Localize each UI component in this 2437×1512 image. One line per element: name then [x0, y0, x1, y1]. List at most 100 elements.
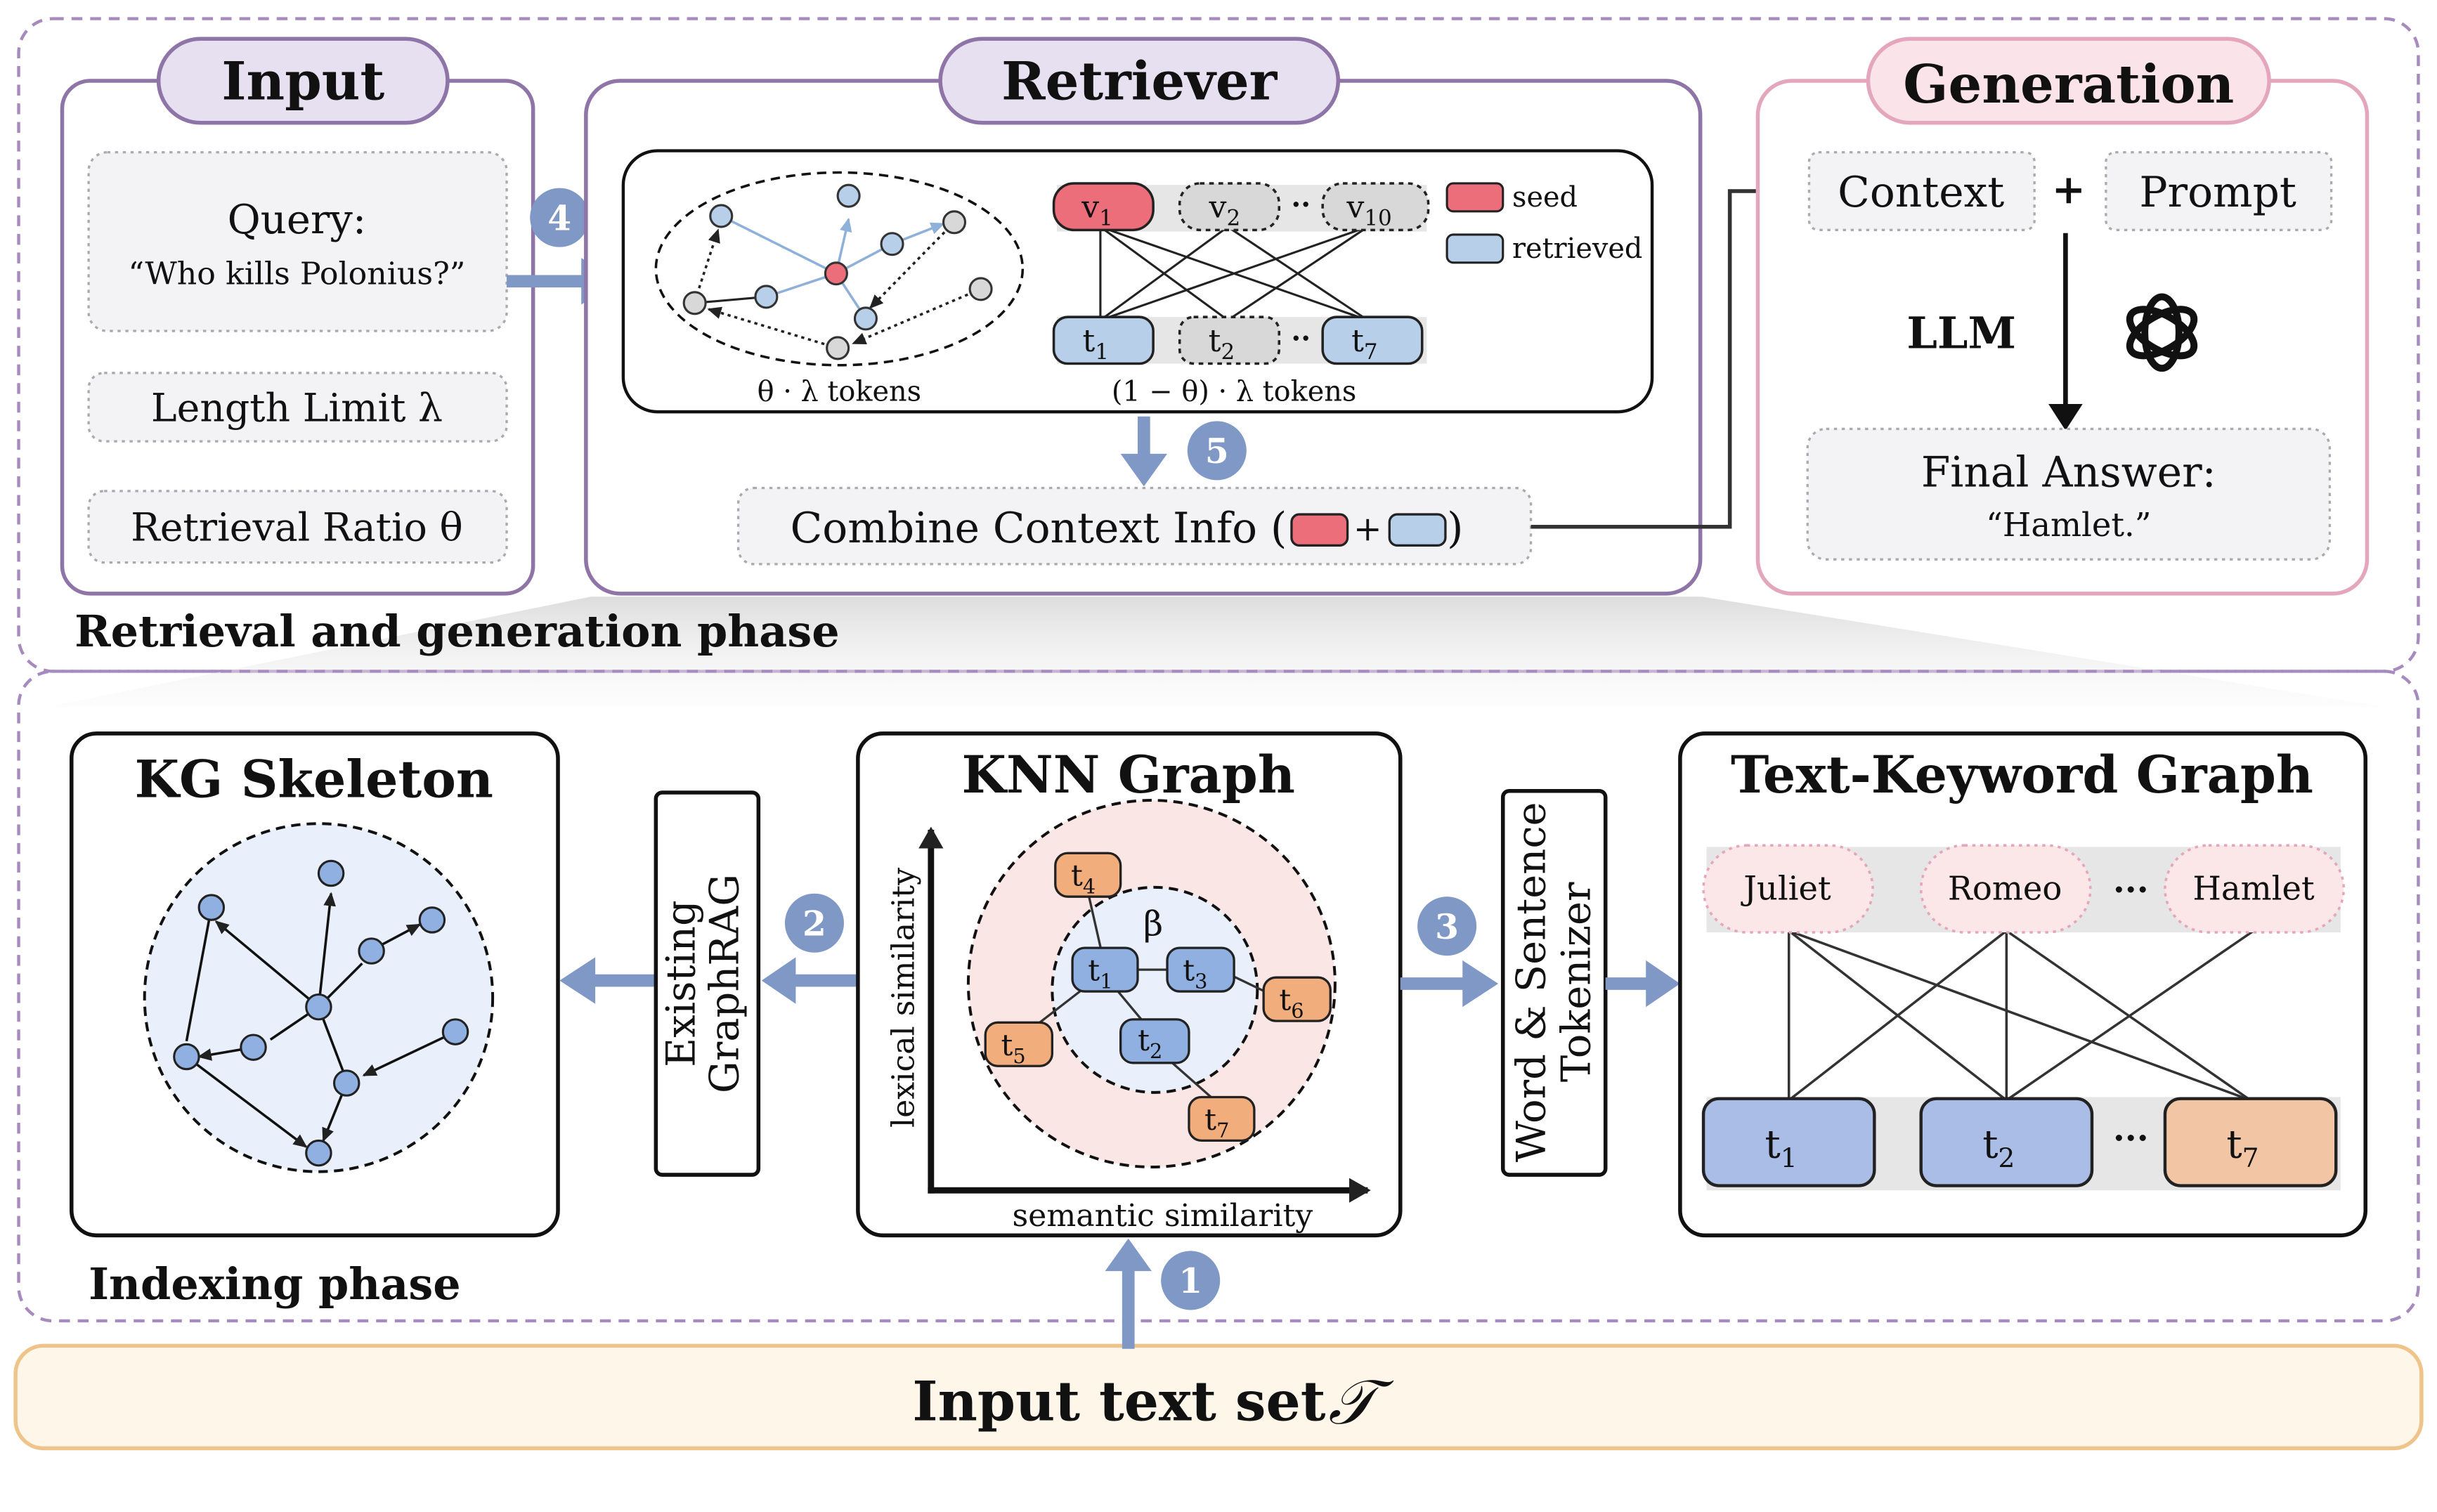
svg-text:··: ·· [1291, 189, 1311, 221]
svg-text:t1: t1 [1088, 953, 1112, 993]
node-t7-retriever [1321, 315, 1424, 365]
graphrag-to-kg-arrow [559, 957, 655, 1004]
keyword-romeo [1919, 844, 2092, 934]
input-text-set-band: Input text set 𝒯 [13, 1343, 2424, 1451]
svg-text:t1: t1 [1765, 1123, 1798, 1173]
knn-y-axis-label: lexical similarity [886, 868, 922, 1128]
prompt-box [2105, 151, 2333, 231]
indexing-phase-label: Indexing phase [89, 1258, 461, 1310]
retriever-title: Retriever [1001, 50, 1278, 112]
svg-text:···: ··· [2113, 870, 2149, 910]
kg-skeleton-title: KG Skeleton [135, 750, 493, 810]
tokenizer-to-graph-arrow [1605, 960, 1680, 1008]
svg-text:t4: t4 [1071, 859, 1096, 899]
step-1-badge: 1 [1161, 1251, 1221, 1310]
svg-text:t5: t5 [1001, 1028, 1025, 1068]
retriever-bipartite: v1 v2 v10 t1 t2 t7 ·· ·· [1052, 182, 1430, 365]
input-text-set-label: Input text set [912, 1370, 1325, 1434]
text-keyword-graph-panel: Text-Keyword Graph Juliet Romeo Hamlet ·… [1678, 731, 2368, 1238]
indexing-phase-container [17, 670, 2420, 1323]
svg-text:v1: v1 [1081, 190, 1113, 231]
svg-text:t2: t2 [1209, 323, 1235, 365]
retrieval-phase-label: Retrieval and generation phase [74, 606, 839, 657]
svg-text:v2: v2 [1209, 190, 1241, 231]
knn-graph-panel: KNN Graph lexical similarity semantic si… [856, 731, 1403, 1238]
step-3-arrow [1400, 960, 1499, 1008]
svg-text:4: 4 [547, 198, 571, 238]
combine-seed-swatch [1290, 513, 1349, 547]
graph-token-caption: θ · λ tokens [758, 376, 921, 408]
step-4-badge: 4 [530, 188, 590, 247]
retriever-legend: seed retrieved [1445, 181, 1642, 265]
svg-text:v10: v10 [1346, 190, 1391, 231]
final-answer-label: Final Answer: [1921, 448, 2216, 497]
svg-text:Hamlet: Hamlet [2192, 870, 2315, 908]
openai-logo-icon [2126, 293, 2198, 372]
svg-text:t7: t7 [1351, 323, 1377, 365]
existing-graphrag-box: Existing GraphRAG [654, 790, 761, 1177]
text-keyword-graph-title: Text-Keyword Graph [1731, 745, 2313, 805]
final-answer-text: “Hamlet.” [1986, 506, 2151, 544]
query-label: Query: [228, 196, 367, 243]
keyword-juliet [1702, 844, 1874, 934]
input-title: Input [221, 50, 384, 112]
step-5-badge: 5 [1187, 421, 1247, 481]
node-v1 [1052, 182, 1155, 232]
combine-context-plus: + [1353, 510, 1382, 549]
context-prompt-plus: + [2052, 166, 2086, 214]
retrieval-ratio-label: Retrieval Ratio θ [131, 506, 463, 551]
knn-graph-title: KNN Graph [962, 745, 1295, 805]
query-text: “Who kills Polonius?” [129, 256, 466, 292]
svg-text:Tokenizer: Tokenizer [1553, 882, 1600, 1082]
svg-text:Word & Sentence: Word & Sentence [1507, 802, 1554, 1162]
retriever-panel: Retriever [584, 37, 1703, 596]
svg-text:2: 2 [802, 904, 826, 944]
query-box [87, 151, 508, 332]
svg-text:Juliet: Juliet [1741, 870, 1831, 908]
svg-text:t7: t7 [1204, 1102, 1229, 1142]
text-node-t2 [1919, 1097, 2094, 1187]
input-panel: Input Query: “Who kills Polonius?” Lengt… [60, 37, 535, 596]
node-v2 [1178, 182, 1281, 232]
svg-text:··: ·· [1291, 322, 1311, 355]
length-limit-label: Length Limit λ [151, 386, 443, 431]
knn-nodes [984, 852, 1332, 1142]
combine-context-prefix: Combine Context Info ( [791, 504, 1287, 553]
svg-text:5: 5 [1205, 431, 1229, 471]
context-box [1807, 151, 2036, 231]
svg-text:t7: t7 [2226, 1123, 2259, 1173]
svg-text:t2: t2 [1982, 1123, 2015, 1173]
legend-seed-label: seed [1512, 181, 1578, 214]
retriever-graph [654, 171, 1025, 367]
tokenizer-box: Word & Sentence Tokenizer [1500, 788, 1608, 1177]
prompt-label: Prompt [2139, 169, 2296, 217]
combine-retrieved-swatch [1388, 513, 1447, 547]
svg-text:GraphRAG: GraphRAG [701, 874, 748, 1093]
svg-text:t2: t2 [1138, 1023, 1162, 1063]
step-2-arrow [761, 957, 858, 1004]
final-answer-box [1806, 427, 2332, 561]
node-t2-retriever [1178, 315, 1281, 365]
text-node-t7 [2163, 1097, 2338, 1187]
step-1-arrow [1105, 1238, 1152, 1349]
bipartite-token-caption: (1 − θ) · λ tokens [1112, 376, 1356, 408]
svg-text:3: 3 [1435, 907, 1459, 947]
generation-panel: Generation Context + Prompt LLM Final An… [1755, 37, 2370, 596]
llm-label: LLM [1906, 307, 2016, 358]
node-v10 [1321, 182, 1430, 232]
beta-label: β [1143, 904, 1163, 944]
step-5-arrow [1120, 416, 1168, 487]
svg-text:t3: t3 [1183, 953, 1207, 993]
step-2-badge: 2 [784, 893, 844, 953]
svg-text:t1: t1 [1083, 323, 1109, 365]
combine-context-suffix: ) [1447, 504, 1463, 553]
svg-text:1: 1 [1178, 1261, 1202, 1301]
text-node-t1 [1701, 1097, 1876, 1187]
svg-text:t6: t6 [1279, 983, 1304, 1023]
retrieval-ratio-box [87, 490, 508, 564]
node-t1-retriever [1052, 315, 1155, 365]
generation-title: Generation [1903, 53, 2234, 115]
step-3-badge: 3 [1417, 897, 1477, 956]
legend-retrieved-label: retrieved [1512, 233, 1642, 265]
